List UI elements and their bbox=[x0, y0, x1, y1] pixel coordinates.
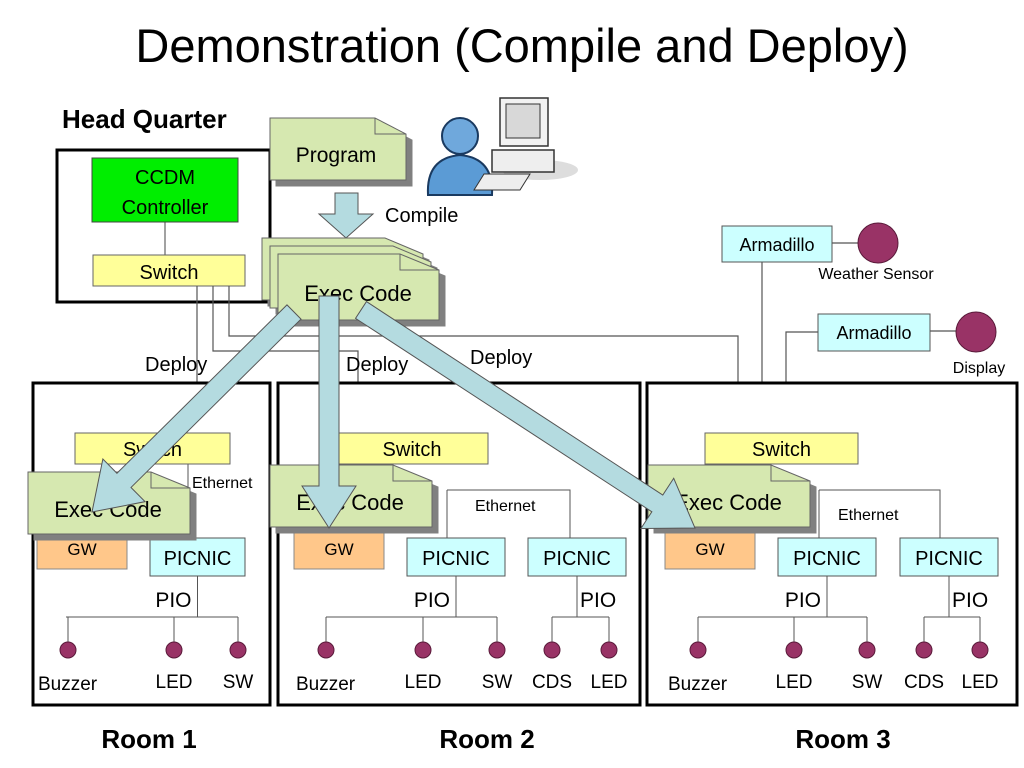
device-label: LED bbox=[776, 672, 813, 693]
device-node-led[interactable] bbox=[600, 641, 618, 659]
ethernet-label: Ethernet bbox=[192, 475, 253, 492]
deploy-label-3: Deploy bbox=[470, 347, 532, 369]
device-label: SW bbox=[223, 672, 254, 693]
pio-label: PIO bbox=[580, 589, 616, 612]
device-node-sw[interactable] bbox=[488, 641, 506, 659]
pio-label: PIO bbox=[952, 589, 988, 612]
weather-sensor-label: Weather Sensor bbox=[818, 266, 934, 283]
device-label: LED bbox=[156, 672, 193, 693]
deploy-arrow-room2 bbox=[301, 295, 357, 529]
exec-code-label: Exec Code bbox=[674, 490, 782, 515]
picnic-group: PICNIC PIO CDS LED bbox=[527, 537, 628, 693]
deploy-arrow-room3 bbox=[354, 300, 696, 530]
pio-label: PIO bbox=[785, 589, 821, 612]
armadillo-1-label: Armadillo bbox=[739, 235, 814, 255]
picnic-board[interactable] bbox=[777, 537, 877, 577]
device-node-sw[interactable] bbox=[229, 641, 247, 659]
switch-label: Switch bbox=[383, 439, 442, 461]
room-2-title: Room 2 bbox=[439, 724, 534, 754]
armadillo-2[interactable] bbox=[817, 313, 931, 352]
device-node-buzzer[interactable] bbox=[689, 641, 707, 659]
picnic-label: PICNIC bbox=[422, 548, 490, 570]
picnic-board[interactable] bbox=[149, 537, 246, 577]
deploy-label-1: Deploy bbox=[145, 354, 207, 376]
picnic-group: PICNIC PIO CDS LED bbox=[899, 537, 999, 693]
hq-switch[interactable] bbox=[92, 254, 246, 287]
deploy-arrow-room1 bbox=[91, 304, 302, 513]
device-node-led[interactable] bbox=[414, 641, 432, 659]
device-label: LED bbox=[591, 672, 628, 693]
device-label: SW bbox=[482, 672, 513, 693]
picnic-group: PICNIC PIO Buzzer LED SW bbox=[668, 537, 883, 695]
device-node-led[interactable] bbox=[165, 641, 183, 659]
ethernet-label: Ethernet bbox=[838, 507, 899, 524]
deploy-label-2: Deploy bbox=[346, 354, 408, 376]
display-label: Display bbox=[953, 360, 1005, 377]
device-label: CDS bbox=[532, 672, 572, 693]
room-2-switch[interactable] bbox=[335, 432, 489, 465]
program-label: Program bbox=[296, 144, 377, 167]
program-document[interactable] bbox=[269, 117, 407, 181]
device-node-sw[interactable] bbox=[858, 641, 876, 659]
room-2-exec-code[interactable]: Exec Code bbox=[269, 464, 433, 528]
deploy-arrows bbox=[91, 295, 696, 530]
hq-switch-label: Switch bbox=[140, 262, 199, 284]
device-label: LED bbox=[962, 672, 999, 693]
pio-label: PIO bbox=[414, 589, 450, 612]
armadillo-2-label: Armadillo bbox=[836, 323, 911, 343]
room-3-gw[interactable] bbox=[664, 532, 756, 570]
room-3-title: Room 3 bbox=[795, 724, 890, 754]
picnic-label: PICNIC bbox=[793, 548, 861, 570]
room-1-title: Room 1 bbox=[101, 724, 196, 754]
weather-sensor-node[interactable] bbox=[857, 222, 899, 264]
computer-icon bbox=[473, 97, 578, 191]
compile-label: Compile bbox=[385, 205, 458, 227]
room-1: SwitchGWEthernetPICNICPIOBuzzerLEDSWExec… bbox=[27, 381, 272, 707]
device-label: Buzzer bbox=[668, 674, 728, 695]
device-label: CDS bbox=[904, 672, 944, 693]
ethernet-wire bbox=[447, 489, 571, 538]
display-node[interactable] bbox=[955, 311, 997, 353]
picnic-label: PICNIC bbox=[915, 548, 983, 570]
picnic-group: PICNIC PIO Buzzer LED SW bbox=[38, 537, 254, 695]
gw-label: GW bbox=[324, 540, 353, 559]
user-icon bbox=[426, 117, 494, 196]
ccdm-controller[interactable] bbox=[91, 157, 239, 223]
device-node-buzzer[interactable] bbox=[59, 641, 77, 659]
pio-label: PIO bbox=[155, 589, 191, 612]
device-node-buzzer[interactable] bbox=[317, 641, 335, 659]
device-label: SW bbox=[852, 672, 883, 693]
ethernet-label: Ethernet bbox=[475, 498, 536, 515]
armadillo-1[interactable] bbox=[721, 225, 833, 263]
device-node-led[interactable] bbox=[971, 641, 989, 659]
picnic-group: PICNIC PIO Buzzer LED SW bbox=[296, 537, 513, 695]
picnic-board[interactable] bbox=[527, 537, 627, 577]
hq-label: Head Quarter bbox=[62, 104, 227, 134]
gw-label: GW bbox=[695, 540, 724, 559]
picnic-label: PICNIC bbox=[164, 548, 232, 570]
room-3-exec-code[interactable]: Exec Code bbox=[647, 464, 811, 528]
device-label: LED bbox=[405, 672, 442, 693]
room-3-switch[interactable] bbox=[704, 432, 859, 465]
ethernet-wire bbox=[819, 489, 941, 538]
room-2-gw[interactable] bbox=[293, 532, 385, 570]
device-label: Buzzer bbox=[296, 674, 356, 695]
picnic-board[interactable] bbox=[899, 537, 999, 577]
controller-label-1: CCDM bbox=[135, 167, 195, 189]
switch-label: Switch bbox=[752, 439, 811, 461]
picnic-label: PICNIC bbox=[543, 548, 611, 570]
picnic-board[interactable] bbox=[406, 537, 506, 577]
device-node-led[interactable] bbox=[785, 641, 803, 659]
exec-code-stack[interactable] bbox=[261, 237, 440, 321]
device-node-cds[interactable] bbox=[543, 641, 561, 659]
device-label: Buzzer bbox=[38, 674, 98, 695]
gw-label: GW bbox=[67, 540, 96, 559]
controller-label-2: Controller bbox=[122, 197, 209, 219]
slide-title: Demonstration (Compile and Deploy) bbox=[135, 19, 908, 72]
compile-arrow bbox=[317, 192, 375, 239]
device-node-cds[interactable] bbox=[915, 641, 933, 659]
